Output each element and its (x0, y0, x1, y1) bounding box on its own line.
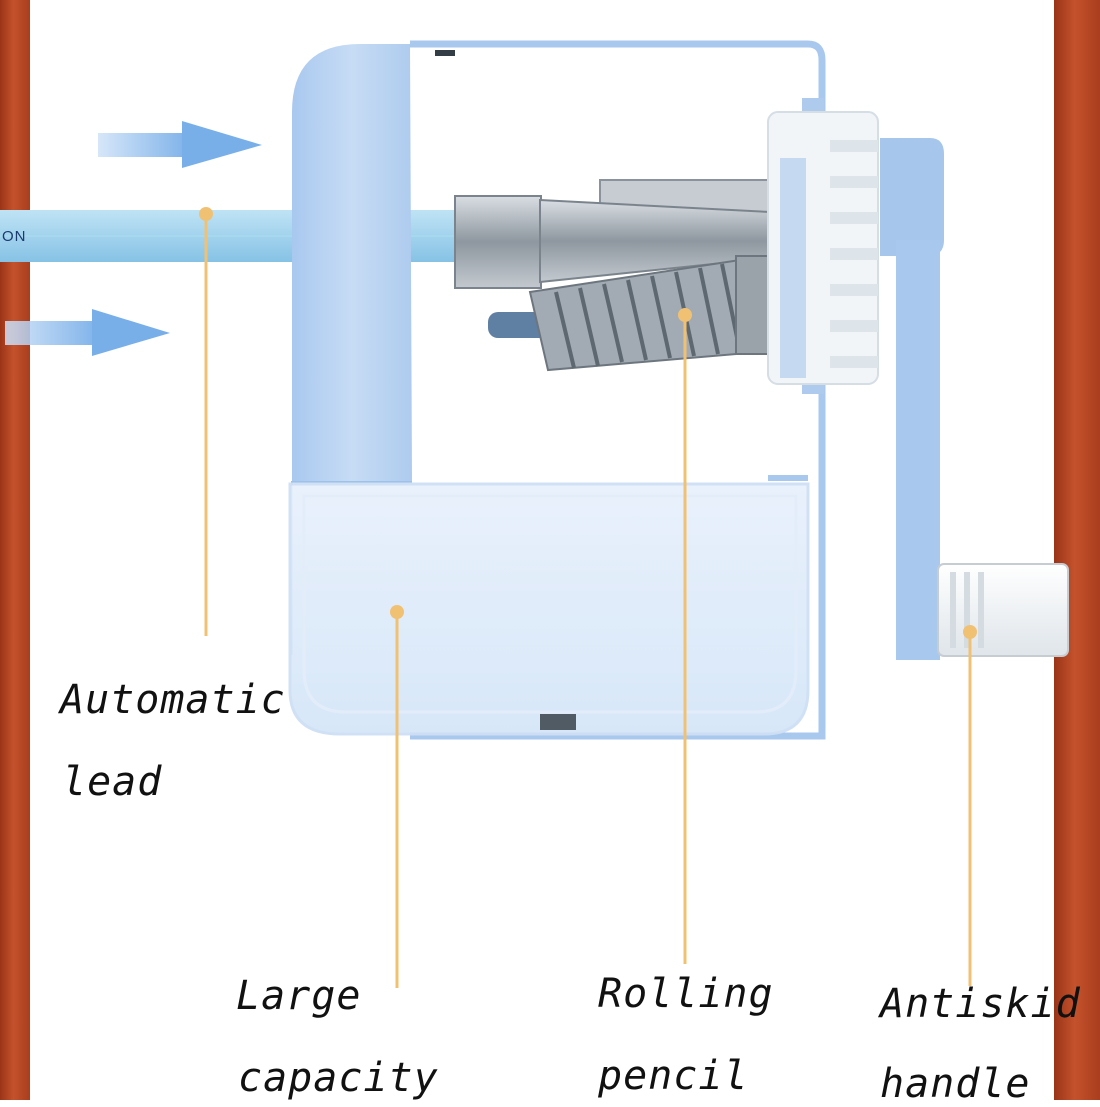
rolling-blade-mechanism (454, 179, 771, 372)
large-capacity-label-line1: Large (236, 973, 362, 1019)
automatic-lead-label-line1: Automatic (60, 677, 286, 723)
large-capacity-label-line2: capacity (238, 1055, 439, 1101)
feed-arrow-top (98, 121, 262, 168)
rolling-pencil-label-line2: pencil (598, 1053, 749, 1099)
rolling-pencil-label-line1: Rolling (598, 971, 774, 1017)
automatic-lead-label-line2: lead (62, 759, 163, 805)
housing-body (292, 44, 412, 482)
crank-handle (880, 138, 1069, 660)
antiskid-handle-label-line2: handle (880, 1061, 1031, 1107)
shavings-bin (288, 475, 810, 736)
leader-large-capacity (390, 605, 404, 988)
antiskid-handle-label-line1: Antiskid (880, 981, 1081, 1027)
right-frame-bar (1054, 0, 1100, 1100)
housing-outline (410, 40, 826, 740)
gear-wheel (767, 98, 879, 394)
leader-automatic-lead (199, 207, 213, 636)
left-frame-bar (0, 0, 30, 1100)
housing-notch (435, 50, 455, 56)
pencil-brand-text: ON (2, 228, 27, 245)
leader-rolling-pencil (678, 308, 692, 964)
feed-arrow-bottom (5, 309, 170, 356)
leader-antiskid-handle (963, 625, 977, 986)
